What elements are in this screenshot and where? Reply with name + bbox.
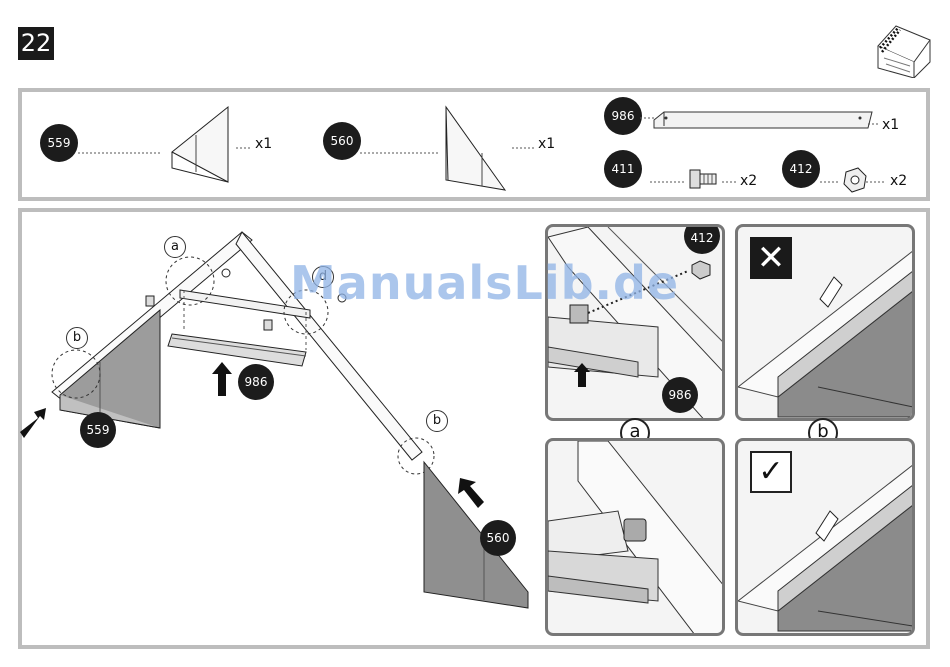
callout-b-right: b <box>426 410 448 432</box>
callout-b-left: b <box>66 327 88 349</box>
wrong-mark: ✕ <box>750 237 792 279</box>
part-badge-411: 411 <box>604 150 642 188</box>
part-986-qty: x1 <box>882 117 899 133</box>
part-badge-560: 560 <box>323 122 361 160</box>
detail-panel-b-wrong: ✕ <box>735 224 915 421</box>
detail-panel-b-correct: ✓ <box>735 438 915 636</box>
detail-panel-a-bottom <box>545 438 725 636</box>
detail-panel-a-top: 412 986 <box>545 224 725 421</box>
detail-a-bottom-illustration <box>548 441 725 636</box>
badge-559-main: 559 <box>80 412 116 448</box>
detail-badge-986: 986 <box>662 377 698 413</box>
part-559-qty: x1 <box>255 136 272 152</box>
greenhouse-icon <box>874 18 934 78</box>
part-badge-412: 412 <box>782 150 820 188</box>
watermark: ManualsLib.de <box>290 256 679 310</box>
correct-mark: ✓ <box>750 451 792 493</box>
badge-560-main: 560 <box>480 520 516 556</box>
part-411-qty: x2 <box>740 173 757 189</box>
part-badge-559: 559 <box>40 124 78 162</box>
part-badge-986: 986 <box>604 97 642 135</box>
callout-a: a <box>164 236 186 258</box>
step-number: 22 <box>18 27 54 60</box>
part-412-qty: x2 <box>890 173 907 189</box>
badge-986-main: 986 <box>238 364 274 400</box>
part-560-qty: x1 <box>538 136 555 152</box>
